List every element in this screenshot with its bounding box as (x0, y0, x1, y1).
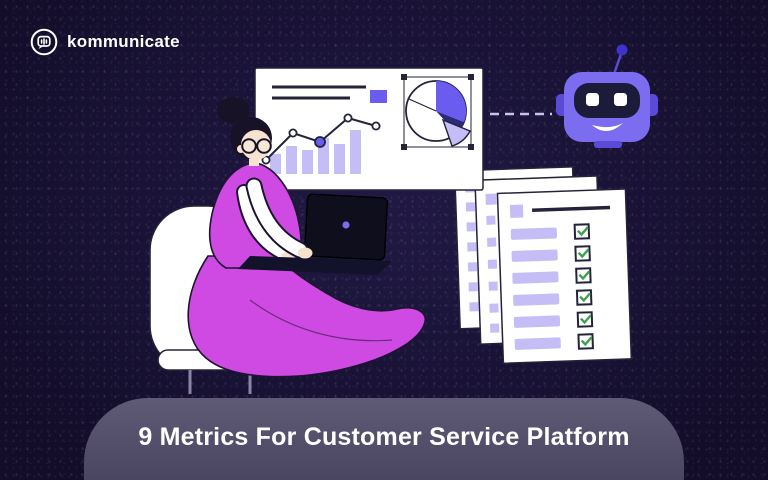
glasses (241, 138, 272, 154)
page-title: 9 Metrics For Customer Service Platform (138, 422, 630, 451)
dress-skirt (187, 255, 427, 378)
title-banner: 9 Metrics For Customer Service Platform (84, 398, 684, 480)
kommunicate-logo-icon (30, 28, 58, 56)
arm-far (238, 186, 292, 260)
robot-head-icon (556, 44, 658, 148)
laptop (238, 193, 392, 275)
woman-at-laptop (149, 97, 427, 394)
line-chart-icon (261, 113, 381, 165)
pie-chart-icon (401, 74, 474, 150)
checklist-page-front (496, 188, 633, 365)
kommunicate-logo-text: kommunicate (67, 32, 180, 51)
head (217, 97, 272, 160)
bar-chart-icon (270, 130, 361, 174)
legend-swatch (370, 90, 387, 103)
kommunicate-logo[interactable]: kommunicate (30, 28, 180, 56)
arm-near (247, 179, 307, 257)
presentation-chart-board (254, 67, 484, 191)
checklist-stack (453, 166, 633, 365)
